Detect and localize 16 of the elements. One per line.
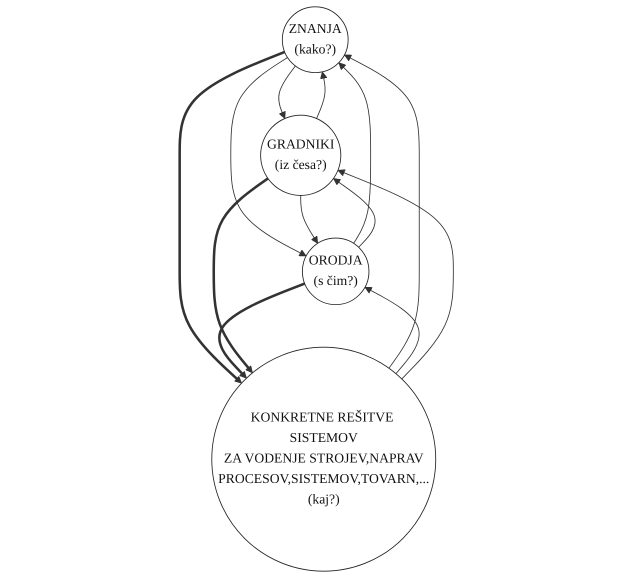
node-circle: KONKRETNE REŠITVE SISTEMOV ZA VODENJE STROJEV,NAPRAV PROCESOV,SISTEMOV,TOVARN,... (kaj?) [211, 346, 436, 572]
arrow [316, 72, 328, 119]
arrow [338, 62, 372, 244]
arrow [344, 54, 420, 369]
arrow [300, 195, 318, 244]
arrow [278, 66, 296, 119]
arrow [338, 169, 454, 380]
arrow [212, 177, 269, 374]
arrow [178, 50, 286, 384]
node-circle: ZNANJA (kako?) [282, 6, 349, 74]
arrow [230, 57, 306, 256]
arrow [333, 178, 376, 248]
arrow [218, 282, 306, 378]
node-circle: GRADNIKI (iz česa?) [260, 114, 342, 196]
arrow [364, 286, 420, 374]
node-circle: ORODJA (s čim?) [302, 238, 370, 306]
